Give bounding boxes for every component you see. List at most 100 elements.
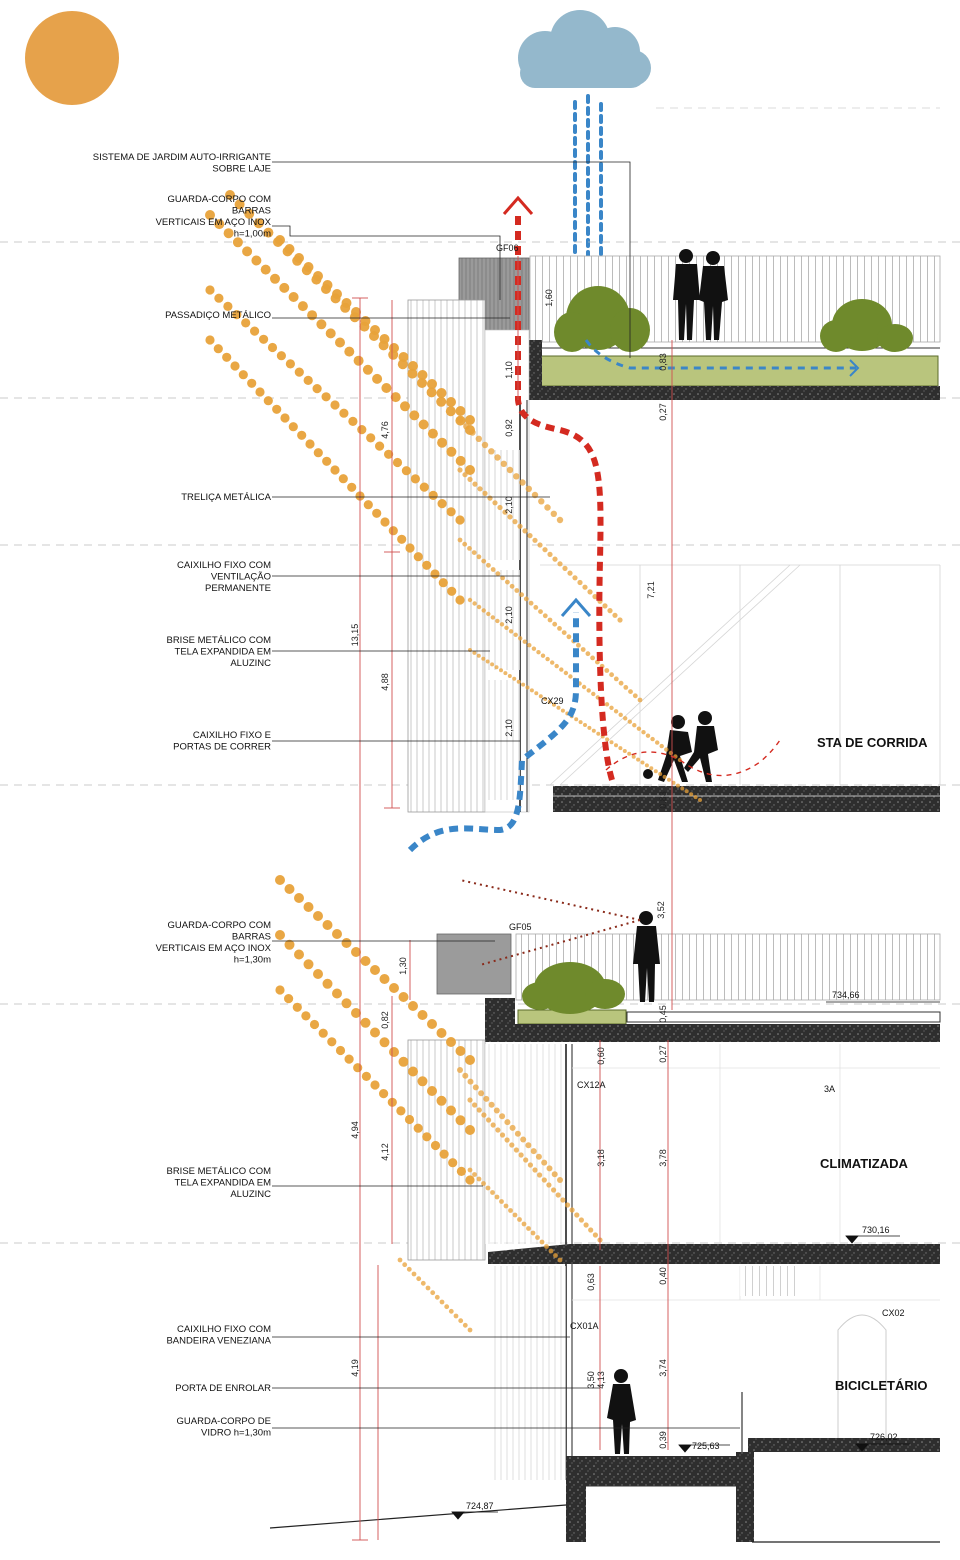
dimension-d040: 0,40	[658, 1267, 668, 1285]
tag-cx01a: CX01A	[570, 1321, 599, 1331]
warm-air-arrow	[459, 879, 641, 966]
cloud-icon	[518, 10, 651, 88]
label-caixilho-bandeira-line-1: CAIXILHO FIXO COM	[177, 1324, 271, 1335]
label-caixilho-portas-line-2: PORTAS DE CORRER	[173, 742, 271, 753]
dimension-d083a: 0,83	[658, 353, 668, 371]
dimension-d413: 4,13	[596, 1371, 606, 1389]
person-icon-roof-2	[699, 251, 728, 340]
tag-gf06: GF06	[496, 243, 519, 253]
dimension-d060: 0,60	[596, 1047, 606, 1065]
ground-facade	[494, 1266, 566, 1480]
dimension-d419: 4,19	[350, 1359, 360, 1377]
tag-gf05: GF05	[509, 922, 532, 932]
label-guarda-mid-line-3: VERTICAIS EM AÇO INOX	[156, 943, 272, 954]
label-passadico-line-1: PASSADIÇO METÁLICO	[165, 310, 271, 321]
label-brise-1-line-2: TELA EXPANDIDA EM	[175, 647, 272, 658]
dimension-d378: 3,78	[658, 1149, 668, 1167]
plant-icon-roof-right	[820, 299, 913, 352]
roof-garden-soil	[539, 355, 939, 387]
dimension-d083b: 0,83	[658, 791, 668, 809]
person-icon-roof-1	[673, 249, 700, 340]
tag-cx12a: CX12A	[577, 1080, 606, 1090]
label-guarda-mid-line-2: BARRAS	[232, 932, 271, 943]
dimension-lines	[352, 256, 673, 1541]
dimension-d160: 1,60	[544, 289, 554, 307]
label-guarda-mid-line-1: GUARDA-CORPO COM	[168, 920, 272, 931]
dimension-d027a: 0,27	[658, 403, 668, 421]
dimension-d374: 3,74	[658, 1359, 668, 1377]
roof-water-flow	[584, 339, 856, 370]
ground-slab	[566, 1456, 744, 1486]
dimension-d494: 4,94	[350, 1121, 360, 1139]
plant-icon-mid	[522, 962, 625, 1014]
lower-brise-panel	[407, 1039, 486, 1261]
gf05-box	[436, 933, 512, 995]
label-guarda-top-line-2: BARRAS	[232, 206, 271, 217]
label-brise-1-line-1: BRISE METÁLICO COM	[166, 635, 271, 646]
dimension-d130: 1,30	[398, 957, 408, 975]
person-icon-ground	[607, 1369, 636, 1454]
plant-icon-roof-left	[554, 286, 650, 352]
label-jardim-line-1: SISTEMA DE JARDIM AUTO-IRRIGANTE	[93, 152, 271, 163]
sun-rays	[205, 190, 702, 1333]
label-brise-1-line-3: ALUZINC	[230, 658, 271, 669]
dimension-d045: 0,45	[658, 1005, 668, 1023]
level-730-16: 730,16	[862, 1225, 890, 1235]
dimension-d027b: 0,27	[658, 1045, 668, 1063]
dimension-d082: 0,82	[380, 1011, 390, 1029]
label-guarda-top-line-3: VERTICAIS EM AÇO INOX	[156, 217, 272, 228]
label-guarda-mid-line-4: h=1,30m	[234, 955, 271, 966]
room-pista: STA DE CORRIDA	[817, 735, 928, 750]
label-caixilho-vent-line-2: VENTILAÇÃO	[211, 572, 271, 583]
dimension-d110: 1,10	[504, 361, 514, 379]
level-734-66: 734,66	[832, 990, 860, 1000]
tag-cx29: CX29	[541, 696, 564, 706]
cool-air-flow	[407, 612, 579, 853]
dimension-d350: 3,50	[586, 1371, 596, 1389]
label-caixilho-bandeira-line-2: BANDEIRA VENEZIANA	[166, 1336, 271, 1347]
label-brise-2-line-1: BRISE METÁLICO COM	[166, 1166, 271, 1177]
room-climatizada: CLIMATIZADA	[820, 1156, 908, 1171]
dimension-d721: 7,21	[646, 581, 656, 599]
label-caixilho-vent-line-1: CAIXILHO FIXO COM	[177, 560, 271, 571]
label-caixilho-portas-line-1: CAIXILHO FIXO E	[193, 730, 271, 741]
dimension-d1315: 13,15	[350, 624, 360, 647]
level-725-63: 725,63	[692, 1441, 720, 1451]
label-guarda-vidro-line-2: VIDRO h=1,30m	[201, 1428, 271, 1439]
sun-icon	[25, 11, 119, 105]
label-jardim-line-2: SOBRE LAJE	[212, 164, 271, 175]
dimension-d210a: 2,10	[504, 496, 514, 514]
track-slab	[553, 786, 940, 812]
ball-icon	[643, 769, 653, 779]
dimension-d476: 4,76	[380, 421, 390, 439]
label-porta-enrolar-line-1: PORTA DE ENROLAR	[175, 1383, 271, 1394]
tag-room-3a: 3A	[824, 1084, 835, 1094]
person-icon-track-2	[684, 711, 718, 782]
dimension-d039: 0,39	[658, 1431, 668, 1449]
label-guarda-vidro-line-1: GUARDA-CORPO DE	[177, 1416, 271, 1427]
label-brise-2-line-2: TELA EXPANDIDA EM	[175, 1178, 272, 1189]
dimension-d063: 0,63	[586, 1273, 596, 1291]
person-icon-track-1	[658, 715, 692, 782]
dimension-d412: 4,12	[380, 1143, 390, 1161]
dimension-d488: 4,88	[380, 673, 390, 691]
label-caixilho-vent-line-3: PERMANENTE	[205, 583, 271, 594]
label-brise-2-line-3: ALUZINC	[230, 1189, 271, 1200]
dimension-d210c: 2,10	[504, 719, 514, 737]
label-guarda-top-line-1: GUARDA-CORPO COM	[168, 194, 272, 205]
dimension-d092: 0,92	[504, 419, 514, 437]
dimension-d352: 3,52	[656, 901, 666, 919]
person-icon-mid	[633, 911, 660, 1002]
dimension-d318: 3,18	[596, 1149, 606, 1167]
room-bicicletario: BICICLETÁRIO	[835, 1378, 927, 1393]
level-726-02: 726,02	[870, 1432, 898, 1442]
level-markers	[451, 1001, 940, 1520]
tag-cx02: CX02	[882, 1308, 905, 1318]
label-guarda-top-line-4: h=1,00m	[234, 229, 271, 240]
label-trelica-line-1: TRELIÇA METÁLICA	[181, 492, 271, 503]
hot-air-flow	[515, 210, 615, 781]
